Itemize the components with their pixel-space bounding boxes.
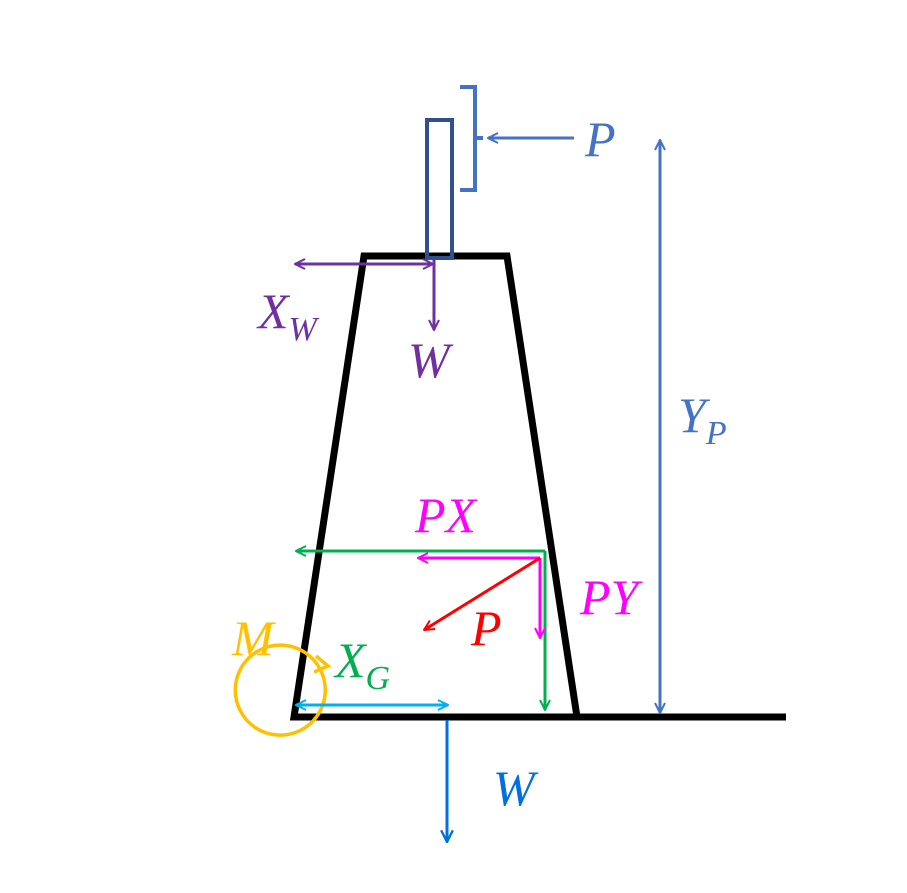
moment-arrowhead xyxy=(313,654,332,674)
vertical-component-label: PY xyxy=(579,569,644,625)
moment-arrow xyxy=(233,643,327,737)
height-label: YP xyxy=(678,387,727,452)
total-weight-label: W xyxy=(493,760,539,816)
resultant-arrow xyxy=(424,556,541,632)
horizontal-component-label: PX xyxy=(414,487,479,543)
wall-arm-label: XW xyxy=(256,283,320,348)
resultant-label: P xyxy=(470,600,502,656)
moment-label: M xyxy=(231,610,276,666)
gravity-arm-label: XG xyxy=(333,632,390,697)
load-label: P xyxy=(584,111,616,167)
post xyxy=(425,118,454,260)
wall-weight-label: W xyxy=(408,332,454,388)
load-brace xyxy=(460,85,483,192)
